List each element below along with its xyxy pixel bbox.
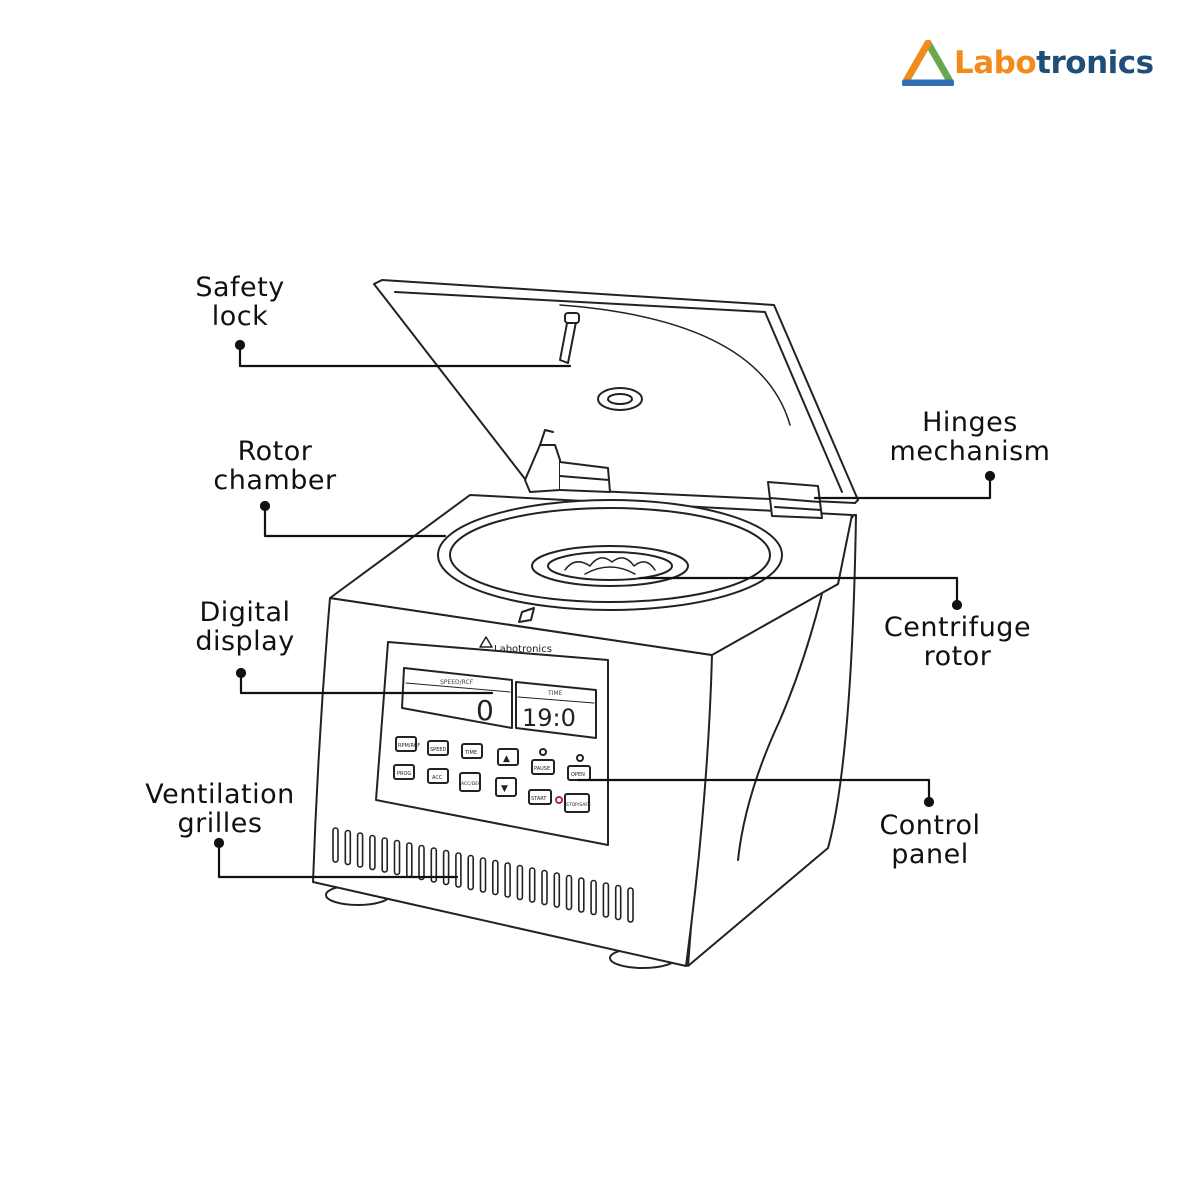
vent-slot bbox=[393, 839, 401, 876]
button-down[interactable] bbox=[495, 777, 517, 797]
leader-centrifuge-rotor bbox=[638, 576, 959, 607]
button-stop-safe-label: STOP/SAFE bbox=[566, 802, 591, 808]
rotor-tubes bbox=[564, 557, 656, 571]
button-rpm-rcf-label: RPM/RCF bbox=[398, 743, 420, 749]
button-prog[interactable] bbox=[393, 764, 415, 780]
lid-knob-inner bbox=[607, 393, 633, 405]
button-down-label: ▼ bbox=[501, 784, 508, 794]
logo-word-part1: Labo bbox=[954, 45, 1037, 81]
vent-slot bbox=[491, 859, 499, 896]
vent-slot bbox=[344, 829, 352, 866]
vent-slot bbox=[614, 884, 622, 921]
button-acc-label: ACC bbox=[432, 775, 443, 781]
button-up[interactable] bbox=[497, 748, 519, 766]
vent-slot bbox=[369, 834, 376, 871]
ventilation-grilles bbox=[332, 827, 634, 923]
display-time-value: 19:0 bbox=[522, 704, 576, 732]
button-time[interactable] bbox=[461, 743, 483, 759]
button-up-label: ▲ bbox=[503, 754, 510, 764]
leader-lines bbox=[213, 339, 996, 879]
vent-slot bbox=[479, 857, 487, 893]
vent-slot bbox=[442, 849, 450, 886]
vent-slot bbox=[528, 867, 536, 903]
vent-slot bbox=[381, 837, 389, 873]
button-prog-label: PROG bbox=[397, 771, 411, 777]
leader-ventilation-grilles bbox=[217, 841, 459, 879]
brand-logo: Labotronics bbox=[902, 38, 1154, 88]
leader-digital-display bbox=[239, 671, 494, 695]
button-acc-dec-label: ACC/DEC bbox=[461, 781, 481, 787]
device-logo-icon bbox=[479, 636, 493, 648]
button-speed[interactable] bbox=[427, 740, 449, 756]
vent-slot bbox=[332, 827, 339, 863]
vent-slot bbox=[504, 862, 511, 898]
display-left bbox=[401, 667, 513, 729]
vent-slot bbox=[541, 869, 548, 906]
hinge-left bbox=[524, 429, 611, 493]
vent-slot bbox=[356, 832, 364, 868]
logo-word-part2: tronics bbox=[1036, 45, 1154, 81]
button-start[interactable] bbox=[528, 789, 552, 805]
display-right-caption: TIME bbox=[547, 690, 563, 697]
button-row-1: RPM/RCF SPEED TIME ▲ PAUSE OPEN bbox=[395, 736, 591, 781]
vent-slot bbox=[565, 874, 573, 911]
logo-wordmark: Labotronics bbox=[954, 45, 1154, 81]
leader-rotor-chamber bbox=[263, 504, 447, 538]
lid-latch-slot bbox=[518, 607, 535, 623]
lid-inner-edge bbox=[394, 291, 843, 493]
vent-slot bbox=[516, 864, 524, 901]
logo-triangle-icon bbox=[902, 40, 954, 86]
button-open-label: OPEN bbox=[571, 772, 585, 778]
display-left-caption: SPEED/RCF bbox=[440, 679, 474, 686]
leader-control-panel bbox=[576, 778, 931, 804]
button-time-label: TIME bbox=[464, 750, 477, 756]
vent-slot bbox=[590, 879, 597, 916]
vent-slot bbox=[577, 877, 585, 913]
rotor-inner bbox=[547, 551, 673, 581]
button-pause[interactable] bbox=[531, 759, 555, 775]
led-open bbox=[576, 754, 584, 762]
lid-knob bbox=[597, 387, 643, 411]
hinge-right bbox=[767, 481, 823, 519]
body-side-curve bbox=[737, 559, 831, 861]
safety-lock-pin bbox=[559, 317, 577, 364]
leader-safety-lock bbox=[238, 343, 572, 368]
device-brand-label: Labotronics bbox=[494, 644, 552, 655]
led-stop bbox=[555, 796, 563, 804]
vent-slot bbox=[455, 852, 462, 888]
button-stop-safe[interactable] bbox=[564, 793, 590, 813]
vent-slot bbox=[602, 882, 610, 918]
rotor-chamber-inner bbox=[449, 507, 771, 603]
button-row-2: PROG ACC ACC/DEC ▼ START STOP/SAFE bbox=[393, 764, 591, 813]
vent-slot bbox=[627, 887, 634, 923]
lid-curve bbox=[559, 304, 791, 426]
button-start-label: START bbox=[531, 796, 547, 802]
vent-slot bbox=[553, 872, 561, 908]
vent-slot bbox=[418, 844, 425, 881]
vent-slot bbox=[467, 854, 475, 891]
vent-slot bbox=[430, 847, 438, 883]
vent-slot bbox=[405, 842, 413, 878]
button-speed-label: SPEED bbox=[430, 747, 447, 753]
display-right bbox=[515, 681, 597, 739]
button-rpm-rcf[interactable] bbox=[395, 736, 417, 752]
button-acc[interactable] bbox=[427, 768, 449, 784]
button-acc-dec[interactable] bbox=[459, 772, 481, 792]
button-pause-label: PAUSE bbox=[534, 766, 550, 772]
display-speed-value: 0 bbox=[476, 694, 494, 727]
safety-lock-head bbox=[564, 312, 580, 324]
body-right-side bbox=[687, 514, 857, 967]
led-pause bbox=[539, 748, 547, 756]
leader-hinges bbox=[813, 474, 992, 500]
